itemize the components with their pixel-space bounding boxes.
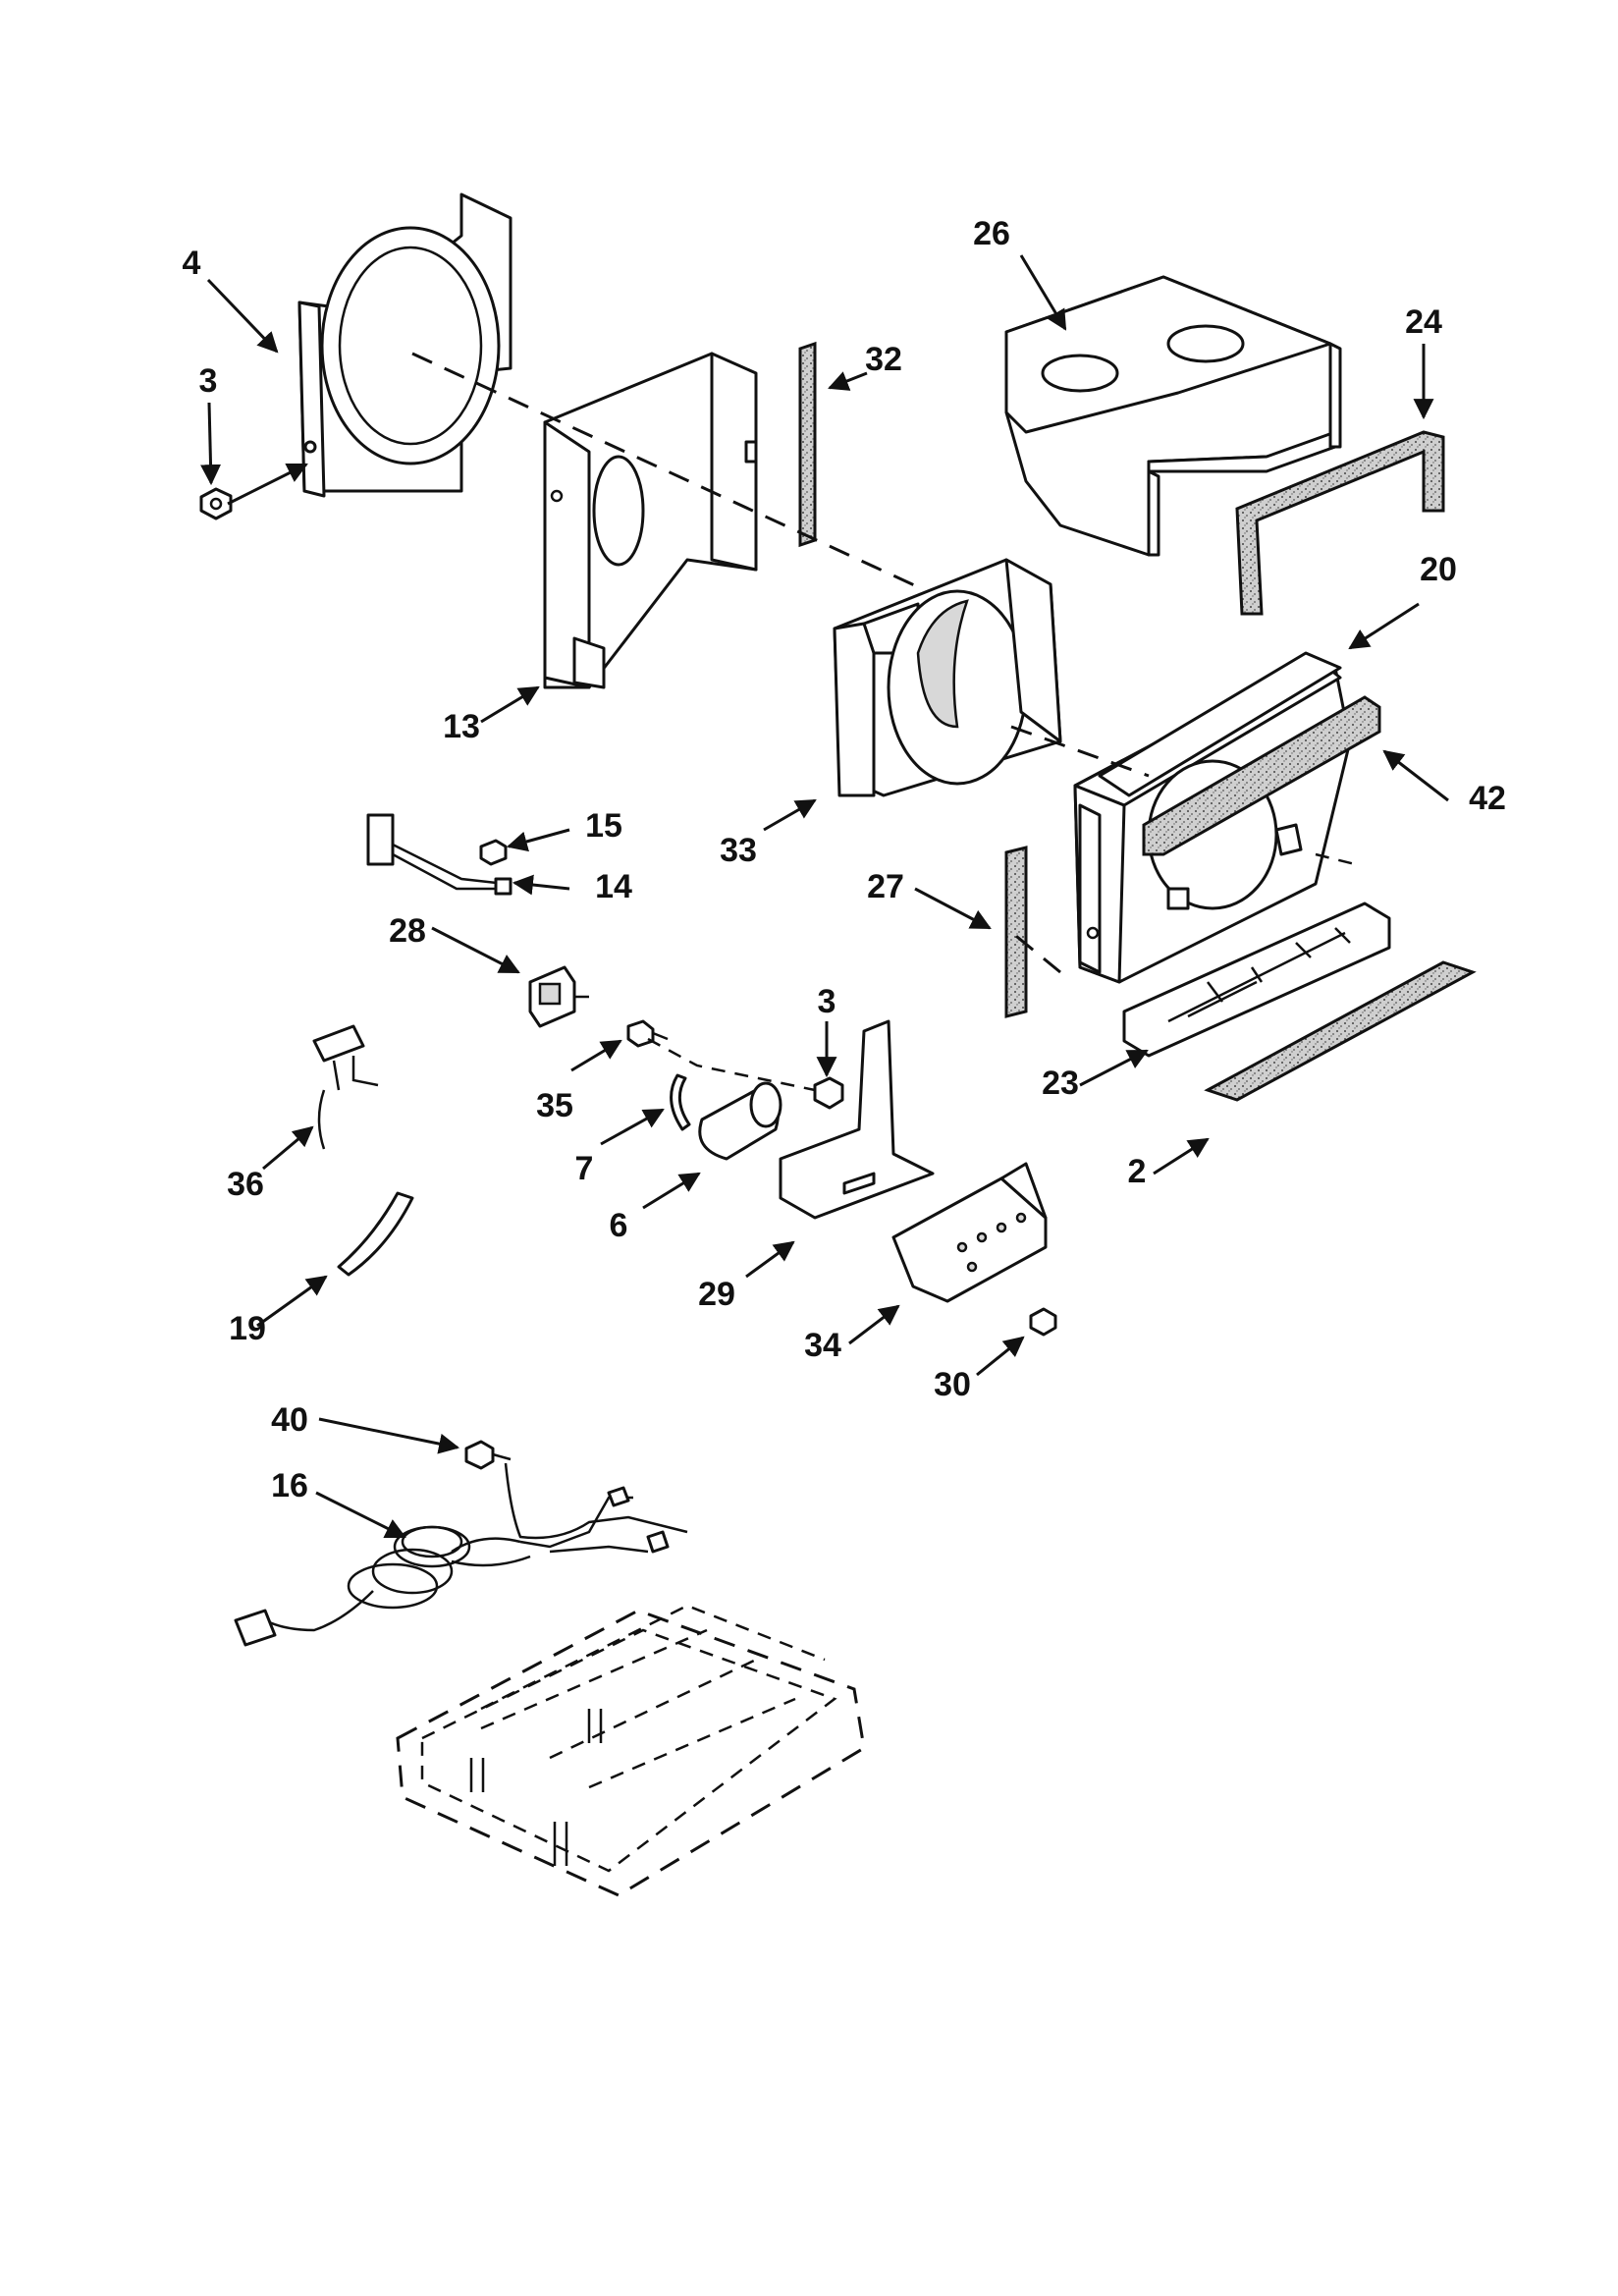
callout-30: 30 (934, 1366, 971, 1403)
callout-24: 24 (1405, 303, 1442, 341)
part-40-ground-screw (464, 1440, 512, 1470)
callout-16: 16 (271, 1467, 308, 1504)
callout-33: 33 (720, 832, 757, 869)
callout-14: 14 (595, 868, 632, 905)
part-14-thermostat-bulb (366, 813, 512, 896)
callout-6: 6 (610, 1207, 628, 1244)
callout-labels: 4 3 13 32 26 24 20 42 33 15 14 28 27 35 … (183, 215, 1506, 1504)
part-33-fan-scroll (833, 558, 1062, 797)
part-15-screw (479, 839, 508, 866)
callout-23: 23 (1042, 1065, 1079, 1102)
callout-29: 29 (698, 1276, 735, 1313)
callout-7: 7 (575, 1150, 594, 1187)
part-30-screw (1029, 1307, 1057, 1337)
part-27-foam-strip (1004, 846, 1028, 1018)
callout-20: 20 (1420, 551, 1457, 588)
part-36-relay (312, 1024, 379, 1150)
part-6-capacitor (698, 1081, 782, 1161)
part-32-foam-strip (798, 341, 817, 548)
callout-15: 15 (585, 807, 622, 845)
part-3-screw-a (199, 487, 233, 520)
callout-arrows (200, 254, 1449, 1539)
base-pan-dashed (396, 1604, 866, 1897)
alignment-lines (411, 352, 1356, 1092)
part-35-screw (626, 1019, 669, 1048)
part-13-orifice-panel (543, 352, 758, 689)
part-16-power-cord (234, 1462, 688, 1647)
callout-13: 13 (443, 708, 480, 745)
part-24-gasket (1235, 430, 1445, 616)
callout-4: 4 (183, 245, 201, 282)
callout-2: 2 (1128, 1153, 1147, 1190)
part-2-filter (1204, 960, 1477, 1102)
part-28-switch (528, 965, 589, 1028)
callout-19: 19 (229, 1310, 266, 1347)
part-23-drain-pan (1122, 902, 1391, 1058)
callout-28: 28 (389, 912, 426, 950)
callout-36: 36 (227, 1166, 264, 1203)
part-3-screw-b (813, 1076, 844, 1110)
part-20-top-plate (1098, 651, 1342, 797)
part-4-shroud-panel (297, 192, 512, 498)
part-19-drain-tube (337, 1191, 414, 1277)
callout-42: 42 (1469, 780, 1506, 817)
callout-26: 26 (973, 215, 1010, 252)
callout-3-middle: 3 (818, 983, 836, 1020)
callout-40: 40 (271, 1401, 308, 1439)
part-7-capacitor-strap (670, 1073, 691, 1131)
callout-34: 34 (804, 1327, 841, 1364)
callout-32: 32 (865, 341, 902, 378)
part-26-top-cover (1004, 275, 1342, 557)
part-34-control-panel (891, 1162, 1048, 1303)
callout-35: 35 (536, 1087, 573, 1124)
callout-3-top: 3 (199, 362, 218, 400)
callout-27: 27 (867, 868, 904, 905)
part-42-foam-seal (1142, 695, 1381, 856)
part-29-control-bracket (779, 1019, 935, 1220)
